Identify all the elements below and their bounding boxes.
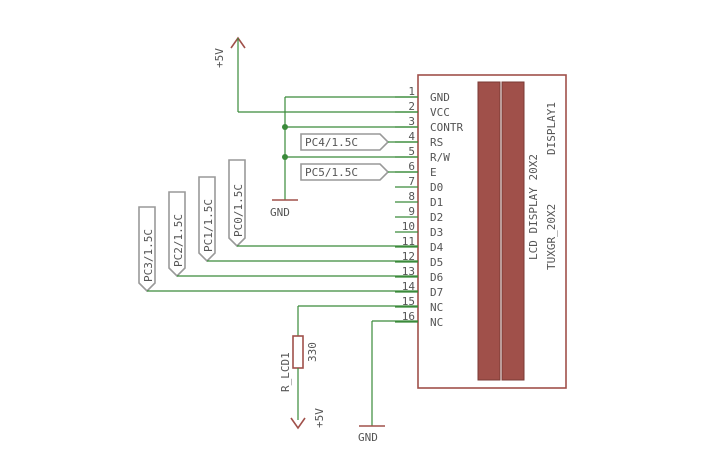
pin-number: 1 [408, 85, 415, 98]
lcd-ref-label: DISPLAY1 [545, 102, 558, 155]
pin-number: 9 [408, 205, 415, 218]
pin-name: D4 [430, 241, 444, 254]
resistor-ref-label: R_LCD1 [279, 352, 292, 392]
port-d7: PC3/1.5C [138, 206, 418, 293]
pin-name: E [430, 166, 437, 179]
supply-top: +5V [213, 36, 418, 113]
resistor-r-lcd1: R_LCD1 330 +5V [279, 305, 418, 430]
port-d5-label: PC1/1.5C [202, 199, 215, 252]
pin-number: 5 [408, 145, 415, 158]
port-rs-label: PC4/1.5C [305, 136, 358, 149]
supply-bottom-arrow [290, 417, 306, 430]
lcd-screen-left [477, 81, 501, 381]
pin-number: 16 [402, 310, 415, 323]
pin-number: 13 [402, 265, 415, 278]
pin-name: D1 [430, 196, 443, 209]
lcd-value-label: TUXGR_20X2 [545, 204, 558, 270]
port-d6-label: PC2/1.5C [172, 214, 185, 267]
pin-number: 12 [402, 250, 415, 263]
pin-number: 3 [408, 115, 415, 128]
resistor-value-label: 330 [306, 342, 319, 362]
port-d7-label: PC3/1.5C [142, 229, 155, 282]
pin-name: R/W [430, 151, 450, 164]
lcd-screen-right [501, 81, 525, 381]
pin-number: 14 [402, 280, 416, 293]
port-e: PC5/1.5C [300, 163, 418, 181]
pin-name: D6 [430, 271, 443, 284]
supply-bottom-label: +5V [313, 408, 326, 428]
pin-number: 6 [408, 160, 415, 173]
lcd-part-label: LCD DISPLAY 20X2 [527, 154, 540, 260]
port-rs: PC4/1.5C [300, 133, 418, 151]
gnd-top-label: GND [270, 206, 290, 219]
gnd-top-network: GND [270, 96, 418, 219]
pin-number: 10 [402, 220, 415, 233]
pin-name: VCC [430, 106, 450, 119]
pin-name: CONTR [430, 121, 463, 134]
pin-name: NC [430, 301, 443, 314]
junction-rw [282, 154, 288, 160]
gnd-bottom-label: GND [358, 431, 378, 444]
supply-top-label: +5V [213, 48, 226, 68]
pin-name: D3 [430, 226, 443, 239]
pin-number: 15 [402, 295, 415, 308]
port-d4: PC0/1.5C [228, 159, 418, 248]
port-d5: PC1/1.5C [198, 176, 418, 263]
gnd-bottom-network: GND [358, 320, 418, 444]
pin-number: 2 [408, 100, 415, 113]
port-e-label: PC5/1.5C [305, 166, 358, 179]
pin-name: GND [430, 91, 450, 104]
pin-number: 7 [408, 175, 415, 188]
pin-name: D7 [430, 286, 443, 299]
junction-contr [282, 124, 288, 130]
port-d4-label: PC0/1.5C [232, 184, 245, 237]
port-d6: PC2/1.5C [168, 191, 418, 278]
pin-name: D2 [430, 211, 443, 224]
pin-name: D5 [430, 256, 443, 269]
pin-number: 4 [408, 130, 415, 143]
pin-name: D0 [430, 181, 443, 194]
pin-name: NC [430, 316, 443, 329]
pin-number: 11 [402, 235, 415, 248]
lcd-pins: 1 GND 2 VCC 3 CONTR 4 RS 5 R/W 6 E 7 D0 8 D1 9 D2 10 D3 11 D4… [395, 85, 463, 329]
pin-name: RS [430, 136, 443, 149]
pin-number: 8 [408, 190, 415, 203]
resistor-body [292, 335, 304, 369]
